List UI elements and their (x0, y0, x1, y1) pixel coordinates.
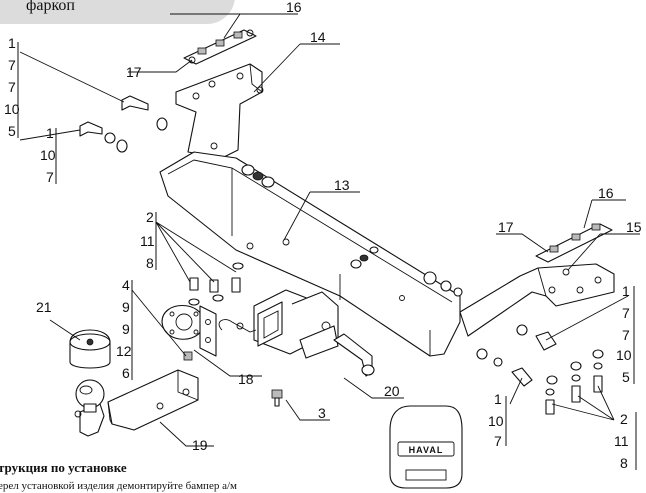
callout-18: 18 (238, 371, 254, 387)
callout-19: 19 (192, 437, 208, 453)
instructions-line: ерел установкой изделия демонтируйте бам… (0, 480, 237, 492)
svg-text:5: 5 (8, 123, 16, 139)
callout-3: 3 (318, 405, 326, 421)
header-title: фаркоп (26, 0, 75, 14)
callout-17-left: 17 (126, 64, 142, 80)
svg-text:10: 10 (616, 347, 632, 363)
callout-21: 21 (36, 299, 52, 315)
bolt-3 (271, 389, 283, 407)
svg-text:10: 10 (488, 413, 504, 429)
ball-mount (74, 369, 199, 437)
right-top-plate (535, 223, 613, 263)
instructions-title: трукция по установке (0, 460, 127, 475)
svg-text:7: 7 (494, 433, 502, 449)
callout-16-right: 16 (598, 185, 614, 201)
svg-text:2: 2 (146, 209, 154, 225)
callout-20: 20 (384, 383, 400, 399)
stack-upper-center: 2 11 8 (140, 209, 157, 271)
stack-lower-left: 4 9 9 12 6 (116, 277, 133, 381)
svg-text:9: 9 (122, 299, 130, 315)
right-bracket (459, 263, 615, 337)
callout-13: 13 (334, 177, 350, 193)
svg-text:7: 7 (8, 57, 16, 73)
svg-text:8: 8 (620, 455, 628, 471)
svg-text:7: 7 (622, 305, 630, 321)
callouts: 16 17 14 13 16 17 15 21 18 20 3 19 (36, 0, 642, 453)
svg-text:10: 10 (40, 147, 56, 163)
left-bracket (175, 63, 264, 159)
svg-text:5: 5 (622, 369, 630, 385)
stack-left-mid: 1 10 7 (40, 125, 57, 185)
receiver-box (253, 289, 339, 359)
callout-15: 15 (626, 219, 642, 235)
hardware (79, 95, 604, 415)
svg-text:7: 7 (622, 327, 630, 343)
ball-cover (69, 329, 111, 369)
stack-right-top: 1 7 7 10 5 (616, 283, 635, 385)
stack-left-top: 1 7 7 10 5 (4, 35, 20, 139)
header-tab (0, 0, 235, 24)
socket-plate (161, 304, 217, 357)
svg-text:2: 2 (620, 411, 628, 427)
svg-text:7: 7 (8, 79, 16, 95)
stack-right-mid: 1 10 7 (488, 391, 507, 449)
svg-text:7: 7 (46, 169, 54, 185)
callout-14: 14 (310, 29, 326, 45)
svg-text:6: 6 (122, 365, 130, 381)
svg-text:1: 1 (8, 35, 16, 51)
hitch-pin (333, 333, 375, 377)
svg-text:4: 4 (122, 277, 130, 293)
callout-17-right: 17 (498, 219, 514, 235)
svg-text:10: 10 (4, 101, 20, 117)
hitch-pin-clip (218, 319, 257, 333)
main-crossbeam (159, 151, 461, 357)
leader-lines (19, 13, 640, 447)
left-top-plate (183, 29, 257, 65)
svg-text:8: 8 (146, 255, 154, 271)
svg-text:1: 1 (494, 391, 502, 407)
svg-text:1: 1 (622, 283, 630, 299)
badge-text: HAVAL (409, 445, 444, 455)
svg-text:11: 11 (140, 233, 155, 249)
svg-text:11: 11 (614, 433, 629, 449)
svg-text:12: 12 (116, 343, 132, 359)
haval-badge: HAVAL (389, 405, 463, 489)
callout-16-left: 16 (286, 0, 302, 15)
svg-text:9: 9 (122, 321, 130, 337)
stack-right-low: 2 11 8 (614, 411, 637, 471)
svg-text:1: 1 (46, 125, 54, 141)
